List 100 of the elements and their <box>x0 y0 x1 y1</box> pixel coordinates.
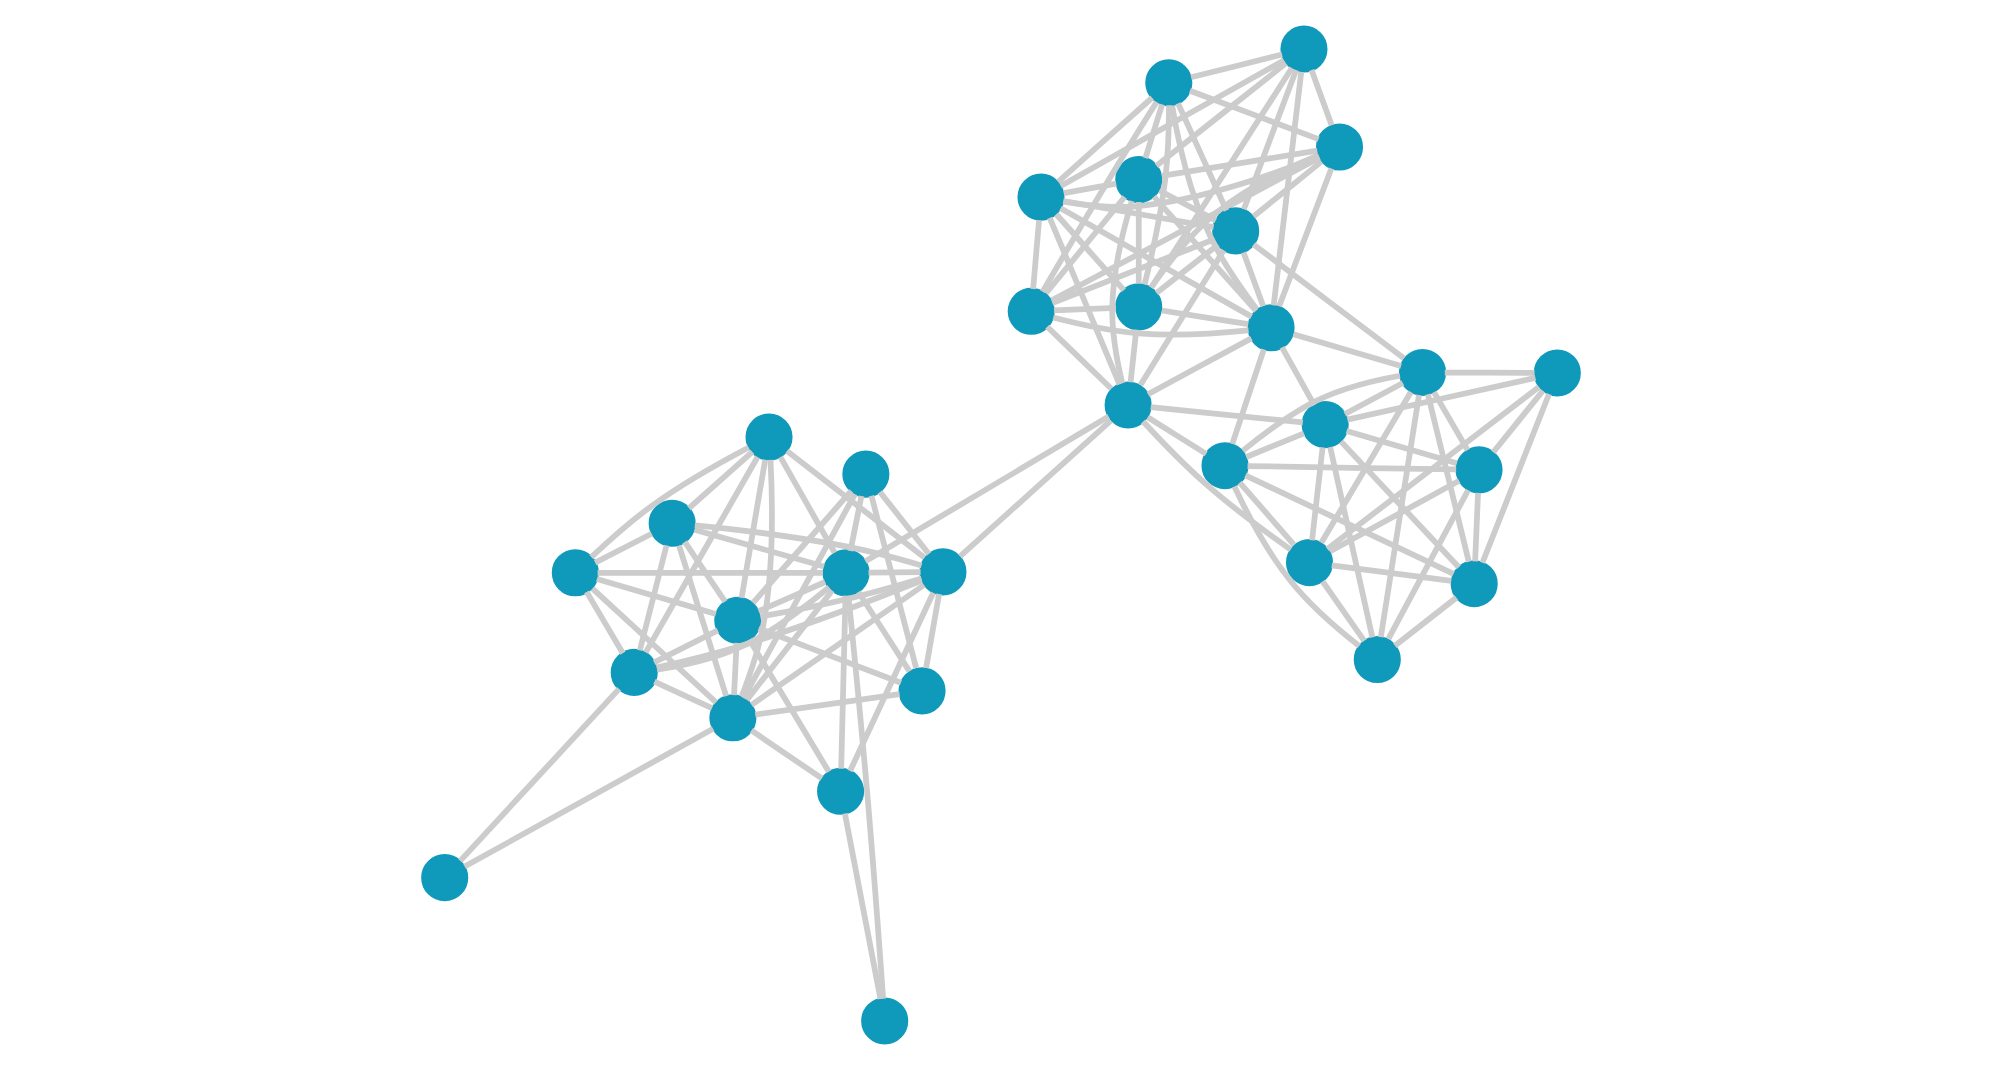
node-circle <box>1532 349 1580 397</box>
connector <box>589 586 717 705</box>
connector <box>1150 194 1258 313</box>
connector <box>636 544 669 652</box>
connector <box>1153 242 1219 296</box>
connector <box>876 490 931 556</box>
node-circle <box>816 767 864 815</box>
connector <box>1228 348 1266 445</box>
connector <box>1384 488 1470 641</box>
connector <box>745 638 831 774</box>
connector <box>1471 492 1480 562</box>
connector <box>1061 198 1214 230</box>
connector <box>1392 595 1458 648</box>
node-circle <box>1246 304 1294 352</box>
connector <box>1443 369 1534 376</box>
connector <box>1342 380 1404 417</box>
connector <box>675 544 728 698</box>
connector <box>1239 251 1265 308</box>
connector <box>1344 428 1457 467</box>
node-circle <box>1300 401 1348 449</box>
connector <box>756 625 901 686</box>
node-circle <box>1016 173 1064 221</box>
connector <box>1051 314 1248 338</box>
connector <box>1058 57 1285 189</box>
connector <box>1145 335 1252 397</box>
connector <box>749 489 853 605</box>
connector <box>1324 384 1540 552</box>
connector <box>1338 439 1460 570</box>
node-circle <box>821 549 869 597</box>
connector <box>1160 307 1248 327</box>
connector <box>1244 430 1305 460</box>
connector <box>776 455 837 555</box>
connector <box>1250 159 1323 219</box>
connector <box>1055 95 1154 184</box>
connector <box>1149 404 1303 426</box>
connector <box>1269 71 1304 306</box>
node-circle <box>1314 123 1363 171</box>
connector <box>1174 102 1229 212</box>
connector <box>1160 147 1317 179</box>
node-circle <box>744 413 792 461</box>
connector <box>686 449 754 511</box>
connector <box>846 495 864 552</box>
connector <box>1058 205 1252 320</box>
node-circle <box>1114 156 1162 204</box>
connector <box>1137 248 1226 387</box>
connector <box>1108 200 1134 384</box>
connector <box>1490 388 1545 454</box>
node-circle <box>841 450 889 498</box>
connector <box>1147 66 1294 290</box>
node-circle <box>647 499 695 547</box>
connector <box>1327 478 1460 554</box>
connector <box>737 459 774 698</box>
connector <box>1478 392 1551 564</box>
connector <box>1187 88 1319 142</box>
connector <box>756 579 826 614</box>
node-circle <box>609 648 657 696</box>
connector <box>1052 304 1116 314</box>
connector <box>737 459 767 599</box>
connector <box>1307 69 1334 127</box>
connector <box>730 642 739 696</box>
connector <box>1275 167 1334 308</box>
connector <box>922 593 941 669</box>
connector <box>583 590 625 655</box>
node-circle <box>1454 446 1502 494</box>
connector <box>1246 463 1456 473</box>
connector <box>1330 562 1451 584</box>
connector <box>1141 103 1164 160</box>
connector <box>1326 446 1375 639</box>
node-circle <box>1144 59 1192 107</box>
node-circle <box>1352 636 1400 684</box>
connector <box>748 582 925 708</box>
node-circle <box>1006 287 1054 335</box>
connector <box>588 444 749 560</box>
connector <box>692 526 824 570</box>
connector <box>1140 105 1171 286</box>
connector <box>1278 345 1316 407</box>
connector <box>1376 394 1421 638</box>
connector <box>1029 219 1041 290</box>
node-circle <box>550 549 598 597</box>
connector <box>837 595 848 769</box>
connector <box>841 813 883 1000</box>
connector <box>642 455 760 654</box>
node-circle <box>420 854 468 902</box>
connector <box>1145 414 1207 457</box>
node-circle <box>918 548 966 596</box>
connector <box>1156 187 1217 223</box>
connector <box>652 679 713 711</box>
connector <box>1236 480 1295 547</box>
connector <box>784 448 926 560</box>
node-circle <box>708 694 756 742</box>
node-circle <box>1200 442 1248 490</box>
connector <box>846 591 935 773</box>
connector <box>1168 105 1258 311</box>
connector <box>740 492 857 700</box>
connector <box>655 577 922 671</box>
connector <box>1291 331 1401 369</box>
connector <box>1046 216 1122 386</box>
connector <box>1134 201 1141 284</box>
connector <box>753 691 899 718</box>
connector <box>1140 419 1292 552</box>
